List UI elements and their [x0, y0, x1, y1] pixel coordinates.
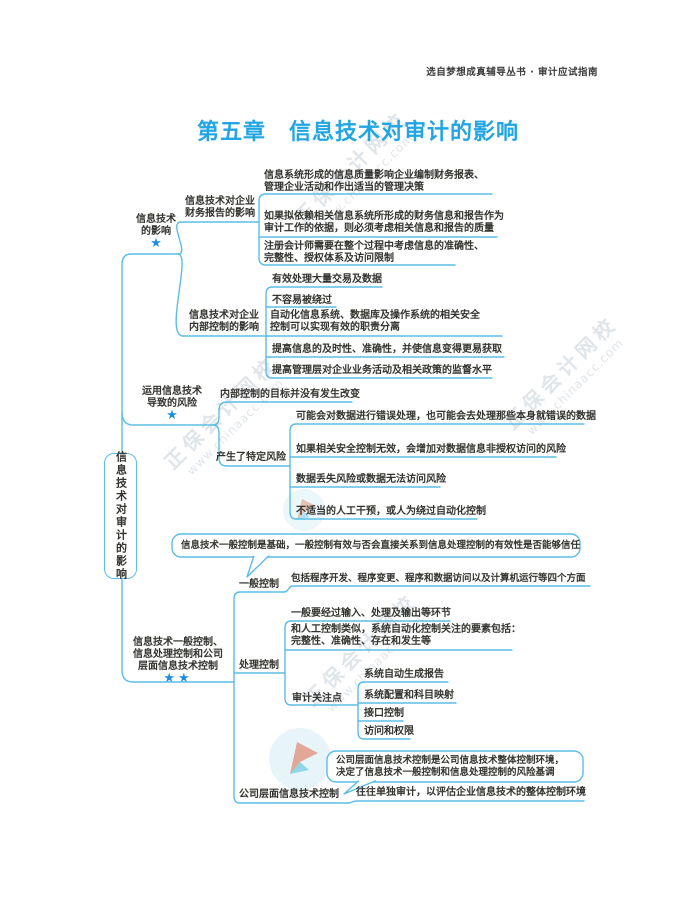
book-series-header: 选自梦想成真辅导丛书 · 审计应试指南	[426, 67, 598, 78]
leaf-internal-1: 不容易被绕过	[272, 295, 332, 306]
leaf-report-2: 注册会计师需要在整个过程中考虑信息的准确性、 完整性、授权体系及访问限制	[264, 241, 484, 264]
importance-star: ★	[150, 236, 162, 251]
leaf-processing-0: 一般要经过输入、处理及输出等环节	[291, 608, 451, 619]
leaf-internal-2: 自动化信息系统、数据库及操作系统的相关安全 控制可以实现有效的职责分离	[270, 310, 480, 333]
root-node-label: 信息技术对审计的影响	[114, 451, 128, 581]
node-internal-control-impact: 信息技术对企业 内部控制的影响	[189, 310, 259, 333]
node-specific-risks: 产生了特定风险	[216, 452, 286, 463]
node-financial-report-impact: 信息技术对企业 财务报告的影响	[185, 196, 255, 219]
importance-stars: ★★	[163, 671, 193, 686]
node-processing-controls: 处理控制	[239, 660, 279, 671]
root-node: 信息技术对审计的影响	[104, 451, 137, 581]
node-audit-focus: 审计关注点	[292, 693, 342, 704]
branch-it-risk-label: 运用信息技术 导致的风险	[142, 386, 202, 409]
leaf-focus-1: 系统配置和科目映射	[364, 690, 454, 701]
page-title: 信息技术对审计的影响	[289, 120, 520, 145]
leaf-control-objective-unchanged: 内部控制的目标并没有发生改变	[220, 389, 360, 400]
leaf-internal-0: 有效处理大量交易及数据	[272, 274, 382, 285]
node-general-controls: 一般控制	[239, 579, 279, 590]
chapter-number: 第五章	[197, 120, 267, 145]
leaf-general-controls: 包括程序开发、程序变更、程序和数据访问以及计算机运行等四个方面	[291, 573, 586, 584]
importance-star: ★	[166, 408, 178, 423]
branch-impact-of-it-label: 信息技术 的影响	[136, 214, 176, 237]
leaf-report-0: 信息系统形成的信息质量影响企业编制财务报表、 管理企业活动和作出适当的管理决策	[264, 170, 484, 193]
callout-company-control-text: 公司层面信息技术控制是公司信息技术整体控制环境， 决定了信息技术一般控制和信息处…	[336, 755, 565, 778]
node-company-level-it-control: 公司层面信息技术控制	[239, 789, 339, 800]
leaf-report-1: 如果拟依赖相关信息系统所形成的财务信息和报告作为 审计工作的依据，则必须考虑相关…	[264, 211, 504, 234]
leaf-risk-1: 如果相关安全控制无效，会增加对数据信息非授权访问的风险	[296, 444, 566, 455]
callout-bubble-company-control	[326, 750, 584, 795]
leaf-company-control: 往往单独审计，以评估企业信息技术的整体控制环境	[356, 787, 586, 798]
leaf-internal-3: 提高信息的及时性、准确性，并使信息变得更易获取	[272, 344, 502, 355]
leaf-risk-3: 不适当的人工干预，或人为绕过自动化控制	[296, 506, 486, 517]
leaf-processing-1: 和人工控制类似，系统自动化控制关注的要素包括： 完整性、准确性、存在和发生等	[291, 624, 521, 647]
leaf-focus-0: 系统自动生成报告	[364, 669, 444, 680]
callout-bubble-general-control	[171, 533, 581, 578]
leaf-internal-4: 提高管理层对企业业务活动及相关政策的监督水平	[272, 365, 492, 376]
callout-general-control-text: 信息技术一般控制是基础，一般控制有效与否会直接关系到信息处理控制的有效性是否能够…	[181, 540, 581, 551]
leaf-focus-3: 访问和权限	[364, 726, 414, 737]
leaf-focus-2: 接口控制	[364, 708, 404, 719]
leaf-risk-2: 数据丢失风险或数据无法访问风险	[296, 474, 446, 485]
leaf-risk-0: 可能会对数据进行错误处理，也可能会去处理那些本身就错误的数据	[296, 411, 596, 422]
branch-it-controls-label: 信息技术一般控制、 信息处理控制和公司 层面信息技术控制	[133, 637, 223, 672]
